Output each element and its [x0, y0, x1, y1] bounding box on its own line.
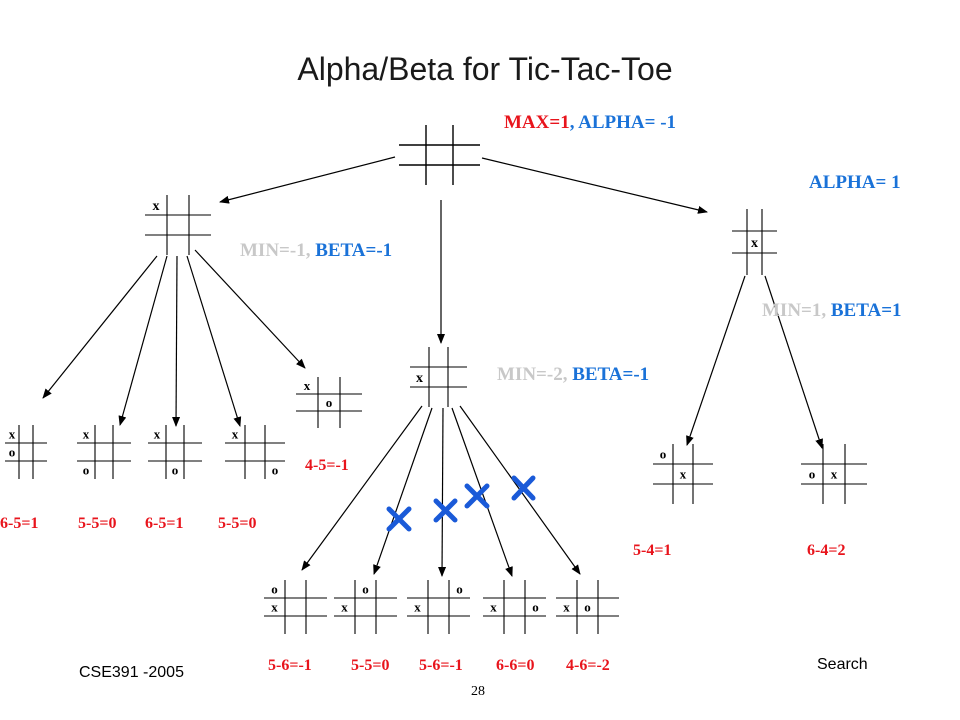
score-left-2: 5-5=0: [78, 515, 116, 532]
board-x-mark: x: [414, 600, 421, 615]
edge-mid-c2: [373, 407, 433, 575]
score-mid-5: 4-6=-2: [566, 657, 610, 674]
board-x-mark: x: [154, 427, 161, 442]
right-min-annotation: MIN=1, BETA=1: [762, 300, 902, 321]
score-mid-2: 5-5=0: [351, 657, 389, 674]
score-mid-3: 5-6=-1: [419, 657, 463, 674]
board-mid-c2: ox: [334, 580, 397, 634]
edge-right-c1: [686, 275, 746, 446]
score-mid-1: 5-6=-1: [268, 657, 312, 674]
board-root: [399, 125, 480, 185]
board-mid: x: [410, 347, 467, 407]
slide-title: Alpha/Beta for Tic-Tac-Toe: [297, 51, 672, 87]
board-x-mark: x: [416, 371, 423, 386]
pruned-branch-marks: [386, 475, 536, 532]
board-x-mark: x: [831, 467, 838, 482]
board-mid-c1: ox: [264, 580, 327, 634]
board-right-c1: ox: [653, 444, 713, 504]
score-left-1: 6-5=1: [0, 515, 38, 532]
edge-right-c2: [764, 275, 823, 449]
page-number: 28: [471, 684, 485, 699]
pruned-x-icon: [511, 475, 536, 501]
footer-course-label: CSE391 -2005: [79, 664, 184, 681]
mid-min-annotation: MIN=-2, BETA=-1: [497, 364, 649, 385]
left-min-annotation: MIN=-1, BETA=-1: [240, 240, 392, 261]
edge-left-c2: [118, 255, 168, 426]
board-x-mark: x: [751, 236, 758, 251]
board-o-mark: o: [532, 600, 539, 615]
root-max-label: MAX=1: [504, 112, 570, 133]
board-o-mark: o: [271, 582, 278, 597]
board-left-c3: xo: [148, 425, 202, 479]
mid-min-label: MIN=-2: [497, 364, 563, 385]
edge-left-c5: [194, 249, 306, 369]
board-left-c5: xo: [296, 377, 362, 428]
edge-left-c1: [42, 255, 158, 399]
board-x-mark: x: [563, 600, 570, 615]
board-x-mark: x: [341, 600, 348, 615]
edge-left-c4: [186, 255, 242, 427]
edge-mid-c3: [438, 407, 447, 577]
pruned-x-icon: [464, 483, 490, 509]
board-x-mark: x: [271, 600, 278, 615]
mid-beta-label: BETA=-1: [572, 364, 649, 385]
board-mid-c3: ox: [407, 580, 470, 634]
board-x-mark: x: [680, 467, 687, 482]
root-annotation: MAX=1, ALPHA= -1: [504, 112, 676, 133]
board-x-mark: x: [9, 427, 16, 442]
edge-root-right: [481, 157, 708, 214]
score-left-3: 6-5=1: [145, 515, 183, 532]
board-left: x: [145, 195, 211, 255]
board-left-c4: xo: [225, 425, 285, 479]
board-o-mark: o: [172, 463, 179, 478]
board-o-mark: o: [83, 463, 90, 478]
board-left-c2: xo: [77, 425, 131, 479]
board-x-mark: x: [490, 600, 497, 615]
root-alpha-label: ALPHA= -1: [578, 112, 676, 133]
board-o-mark: o: [272, 463, 279, 478]
edge-root-left: [219, 156, 396, 204]
right-min-label: MIN=1: [762, 300, 821, 321]
score-left-5: 4-5=-1: [305, 457, 349, 474]
board-x-mark: x: [83, 427, 90, 442]
score-right-1: 5-4=1: [633, 542, 671, 559]
right-beta-label: BETA=1: [831, 300, 902, 321]
pruned-x-icon: [433, 498, 458, 523]
score-right-2: 6-4=2: [807, 542, 845, 559]
pruned-x-icon: [386, 506, 412, 532]
right-alpha-label: ALPHA= 1: [809, 172, 901, 193]
board-right: x: [732, 209, 777, 275]
board-o-mark: o: [660, 447, 667, 462]
footer-section-label: Search: [817, 656, 868, 673]
left-beta-label: BETA=-1: [315, 240, 392, 261]
score-mid-4: 6-6=0: [496, 657, 534, 674]
board-x-mark: x: [304, 378, 311, 393]
board-o-mark: o: [584, 600, 591, 615]
left-min-label: MIN=-1: [240, 240, 306, 261]
board-o-mark: o: [326, 395, 333, 410]
board-x-mark: x: [232, 427, 239, 442]
board-x-mark: x: [153, 199, 160, 214]
board-o-mark: o: [809, 467, 816, 482]
score-left-4: 5-5=0: [218, 515, 256, 532]
edge-mid-c1: [301, 405, 423, 571]
edge-left-c3: [172, 255, 181, 427]
board-o-mark: o: [362, 582, 369, 597]
board-left-c1: xo: [5, 425, 47, 479]
leaf-scores: 6-5=1 5-5=0 6-5=1 5-5=0 4-5=-1 5-6=-1 5-…: [0, 457, 845, 674]
board-o-mark: o: [9, 445, 16, 460]
board-o-mark: o: [456, 582, 463, 597]
